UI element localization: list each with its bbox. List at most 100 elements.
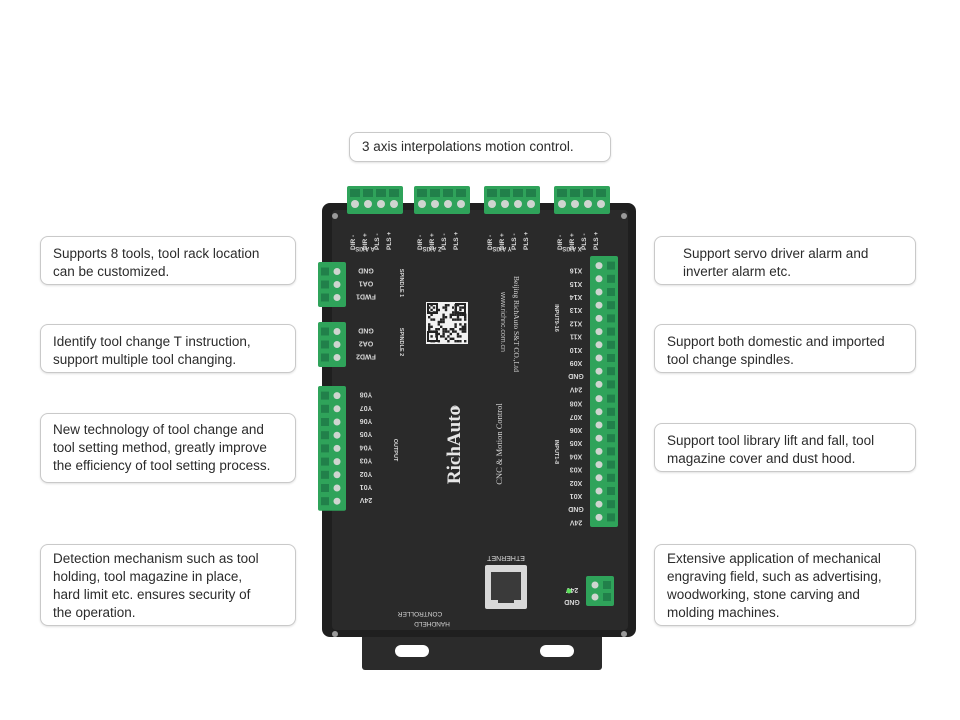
pin-label: 24V [359, 496, 372, 503]
axis-pin-label: PLS + [593, 232, 600, 250]
qr-module [454, 325, 457, 328]
terminal-slot [607, 394, 615, 403]
terminal-screw [595, 328, 603, 336]
terminal-slot [321, 484, 329, 492]
qr-module [459, 313, 462, 316]
terminal-slot [557, 189, 567, 197]
terminal-slot [321, 353, 329, 362]
pin-label: Y03 [360, 457, 373, 464]
qr-module [435, 328, 438, 331]
qr-module [444, 306, 448, 309]
pin-label: Y07 [360, 404, 373, 411]
qr-module [444, 316, 448, 319]
callout-line: tool change spindles. [667, 352, 794, 367]
terminal-slot [607, 340, 615, 349]
terminal-slot [321, 293, 329, 302]
pin-label: Y01 [360, 483, 373, 490]
website-text: www.richnc.com.cn [499, 291, 506, 352]
qr-module [456, 316, 460, 319]
axis-pin-label: DIR - [350, 235, 357, 250]
pin-label: Y06 [360, 417, 373, 424]
callout-left-4: Detection mechanism such as tool holding… [40, 544, 296, 626]
pin-label: X09 [570, 359, 583, 366]
qr-module [456, 318, 460, 321]
axis-pin-label: DIR + [499, 233, 506, 250]
qr-module [464, 330, 467, 333]
qr-module [440, 320, 443, 324]
qr-module [437, 323, 440, 326]
callout-line: can be customized. [53, 264, 170, 279]
terminal-screw [333, 405, 341, 413]
mounting-flange [362, 628, 602, 670]
qr-finder [427, 303, 438, 314]
product-line-text: CNC & Motion Control [494, 403, 504, 485]
qr-module [454, 323, 457, 326]
terminal-slot [607, 314, 615, 323]
terminal-screw [558, 200, 566, 208]
terminal-screw [595, 447, 603, 455]
qr-module [454, 330, 457, 333]
qr-module [437, 308, 440, 312]
terminal-screw [571, 200, 579, 208]
terminal-screw [333, 471, 341, 479]
axis-pin-label: PLS + [453, 232, 460, 250]
axis-pin-label: DIR - [487, 235, 494, 250]
registered-mark [450, 405, 460, 415]
terminal-slot [321, 418, 329, 426]
pin-label: FWD2 [356, 353, 376, 360]
pin-label: X03 [570, 466, 583, 473]
terminal-slot [321, 444, 329, 453]
terminal-screw [418, 200, 426, 208]
qr-module [452, 311, 455, 314]
qr-module [444, 308, 448, 312]
terminal-screw [595, 487, 603, 495]
qr-module [459, 335, 462, 338]
qr-module [452, 318, 455, 321]
terminal-screw [333, 341, 341, 348]
pin-label: 24V [569, 385, 582, 392]
terminal-screw [333, 418, 341, 426]
input9-16-terminal [590, 256, 618, 394]
terminal-screw [527, 200, 535, 208]
terminal-slot [500, 189, 510, 197]
qr-module [459, 308, 462, 312]
qr-module [442, 332, 445, 336]
terminal-screw [595, 461, 603, 469]
qr-module [464, 313, 467, 316]
qr-module [452, 337, 455, 340]
terminal-slot [607, 301, 615, 310]
axis-name-label: Z AXIS [422, 245, 441, 251]
axis-pin-label: PLS - [374, 233, 381, 250]
qr-module [452, 330, 455, 333]
spindle1-terminal [318, 262, 346, 307]
terminal-slot [607, 407, 615, 416]
input1-8-terminal [590, 389, 618, 527]
terminal-screw [333, 294, 341, 301]
terminal-slot [607, 513, 615, 522]
callout-right-4: Extensive application of mechanical engr… [654, 544, 916, 626]
pin-label: X12 [570, 319, 583, 326]
axis-name-label: Y AXIS [492, 245, 511, 251]
power-terminal [586, 576, 614, 606]
qr-module [437, 332, 440, 336]
terminal-slot [321, 404, 329, 413]
qr-finder [427, 331, 438, 342]
terminal-screw [591, 593, 599, 601]
qr-module [442, 313, 445, 316]
qr-module [464, 316, 467, 319]
terminal-screw [595, 275, 603, 283]
terminal-screw [595, 354, 603, 362]
terminal-screw [595, 262, 603, 270]
qr-module [444, 330, 448, 333]
axis-pin-label: PLS - [441, 233, 448, 250]
terminal-screw [595, 314, 603, 322]
qr-module [442, 335, 445, 338]
terminal-slot [607, 274, 615, 283]
qr-module [440, 318, 443, 321]
terminal-screw [501, 200, 509, 208]
terminal-screw [333, 458, 341, 466]
terminal-screw [595, 301, 603, 309]
terminal-slot [603, 581, 611, 589]
terminal-slot [607, 288, 615, 296]
qr-module [444, 304, 448, 307]
